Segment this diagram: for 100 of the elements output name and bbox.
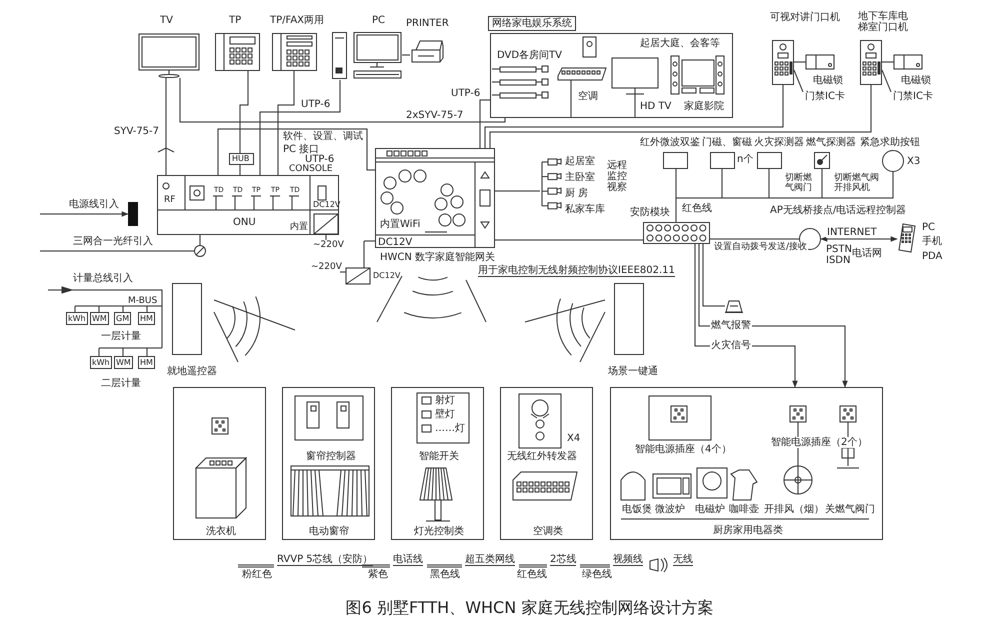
connector-line xyxy=(494,190,540,192)
label: 红色线 xyxy=(682,203,712,214)
label: PC 接口 xyxy=(283,144,320,155)
gateway-title: HWCN 数字家庭智能网关 xyxy=(380,252,496,263)
device-label: 无线红外转发器 xyxy=(507,451,577,462)
count-label: n个 xyxy=(737,154,754,165)
arrow xyxy=(40,211,129,217)
connector-line xyxy=(702,244,726,306)
meter-label: GM xyxy=(114,312,132,325)
legend-label: 电话线 xyxy=(393,554,423,566)
legend-label: 无线 xyxy=(673,554,693,566)
edge-label: 设置自动拨号发送/接收 xyxy=(713,242,808,253)
legend-label: 超五类网线 xyxy=(465,554,515,566)
edge-label: 燃气报警 xyxy=(710,320,752,331)
edge-label: SYV-75-7 xyxy=(113,126,160,137)
label: 二层计量 xyxy=(101,378,141,389)
connector-line xyxy=(218,128,376,176)
connector-line xyxy=(710,238,800,240)
connector-line xyxy=(40,250,194,252)
sensor-label: 火灾探测器 xyxy=(754,137,804,148)
label: 电磁锁 xyxy=(901,75,931,86)
arrow xyxy=(820,236,898,242)
label: 电磁锁 xyxy=(813,75,843,86)
label: ~220V xyxy=(311,262,342,273)
meter-label: kWh xyxy=(90,356,112,369)
port-label: CONSOLE xyxy=(289,164,333,175)
appliance-label: 开排风（烟） xyxy=(764,504,824,515)
label: 空调 xyxy=(578,91,598,102)
label: ISDN xyxy=(826,255,850,266)
label: PSTN xyxy=(826,244,852,255)
device-label: PRINTER xyxy=(406,18,449,29)
room-label: 厨 房 xyxy=(565,188,588,199)
onu-box xyxy=(157,175,339,235)
meter-label: kWh xyxy=(66,312,88,325)
appliance-label: 电磁炉 xyxy=(695,504,725,515)
panel-label: 灯光控制类 xyxy=(414,526,464,537)
device-label: PC xyxy=(372,15,386,26)
count-label: X4 xyxy=(567,433,580,444)
device-label: PC xyxy=(922,222,936,233)
legend-label: 视频线 xyxy=(613,554,643,566)
label: HD TV xyxy=(640,101,672,112)
panel-label: 电动窗帘 xyxy=(309,526,349,537)
label: 一层计量 xyxy=(101,331,141,342)
device-label: 场景一键通 xyxy=(608,366,658,377)
label: 黑色线 xyxy=(430,569,460,580)
label: 绿色线 xyxy=(582,569,612,580)
label: DVD xyxy=(497,50,520,61)
edge-label: INTERNET xyxy=(826,227,878,238)
device-label: 智能开关 xyxy=(419,451,459,462)
box-label: 内置WiFi xyxy=(380,219,420,230)
caption: 图6 别墅FTTH、WHCN 家庭无线控制网络设计方案 xyxy=(344,598,714,618)
meter-label: WM xyxy=(114,356,133,369)
edge-label: 三网合一光纤引入 xyxy=(72,236,154,247)
device-label: AP无线桥接点/电话远程控制器 xyxy=(770,205,906,216)
label: 内置 xyxy=(290,222,308,233)
label: 紫色 xyxy=(368,569,388,580)
area-label: 起居大庭、会客等 xyxy=(640,38,720,49)
label: 切断燃气阀门 xyxy=(785,173,813,193)
appliance-label: 微波炉 xyxy=(655,504,685,515)
appliance-label: 咖啡壶 xyxy=(729,504,759,515)
label: 红色线 xyxy=(517,569,547,580)
device-label: 手机 xyxy=(922,236,942,247)
label: 电话网 xyxy=(852,248,882,259)
edge-label: UTP-6 xyxy=(300,99,332,110)
meter-label: HM xyxy=(138,312,155,325)
connector-line xyxy=(676,172,894,222)
connector-line xyxy=(260,80,340,176)
label: 门禁IC卡 xyxy=(805,91,845,102)
sensor-label: 紧急求助按钮 xyxy=(860,137,920,148)
box-label: DC12V xyxy=(378,237,412,248)
appliance-label: 关燃气阀门 xyxy=(825,504,875,515)
switch-label: ……灯 xyxy=(435,423,465,434)
appliance-label: 电饭煲 xyxy=(622,504,652,515)
sensor-label: 燃气探测器 xyxy=(806,137,856,148)
edge-label: 火灾信号 xyxy=(710,340,752,351)
legend-label: RVVP 5芯线（安防） xyxy=(277,554,373,566)
device-label: TV xyxy=(160,15,173,26)
port-label: RF xyxy=(164,195,176,206)
connector-line xyxy=(484,84,784,148)
module-label: 安防模块 xyxy=(630,207,670,218)
panel-label: 空调类 xyxy=(533,526,563,537)
meter-label: HM xyxy=(138,356,155,369)
room-label: 私家车库 xyxy=(565,204,605,215)
sensor-label: 门磁、窗磁 xyxy=(702,137,752,148)
label: ~220V xyxy=(313,240,344,251)
box-label: ONU xyxy=(233,217,256,228)
connector-line xyxy=(480,100,490,148)
room-label: 起居室 xyxy=(565,156,595,167)
label: 切断燃气阀开排风机 xyxy=(834,173,880,193)
label: 家庭影院 xyxy=(684,101,724,112)
connector-line xyxy=(402,54,410,56)
hub-box xyxy=(229,153,254,165)
note: 用于家电控制无线射频控制协议IEEE802.11 xyxy=(478,265,675,277)
sensor-label: 红外微波双鉴 xyxy=(640,137,700,148)
device-label: 就地遥控器 xyxy=(167,366,217,377)
label: 软件、设置、调试 xyxy=(283,131,363,142)
label: 远程监控视察 xyxy=(607,160,628,193)
connector-line xyxy=(278,70,294,176)
device-label: 可视对讲门口机 xyxy=(770,12,840,23)
system-title: 网络家电娱乐系统 xyxy=(488,16,576,31)
